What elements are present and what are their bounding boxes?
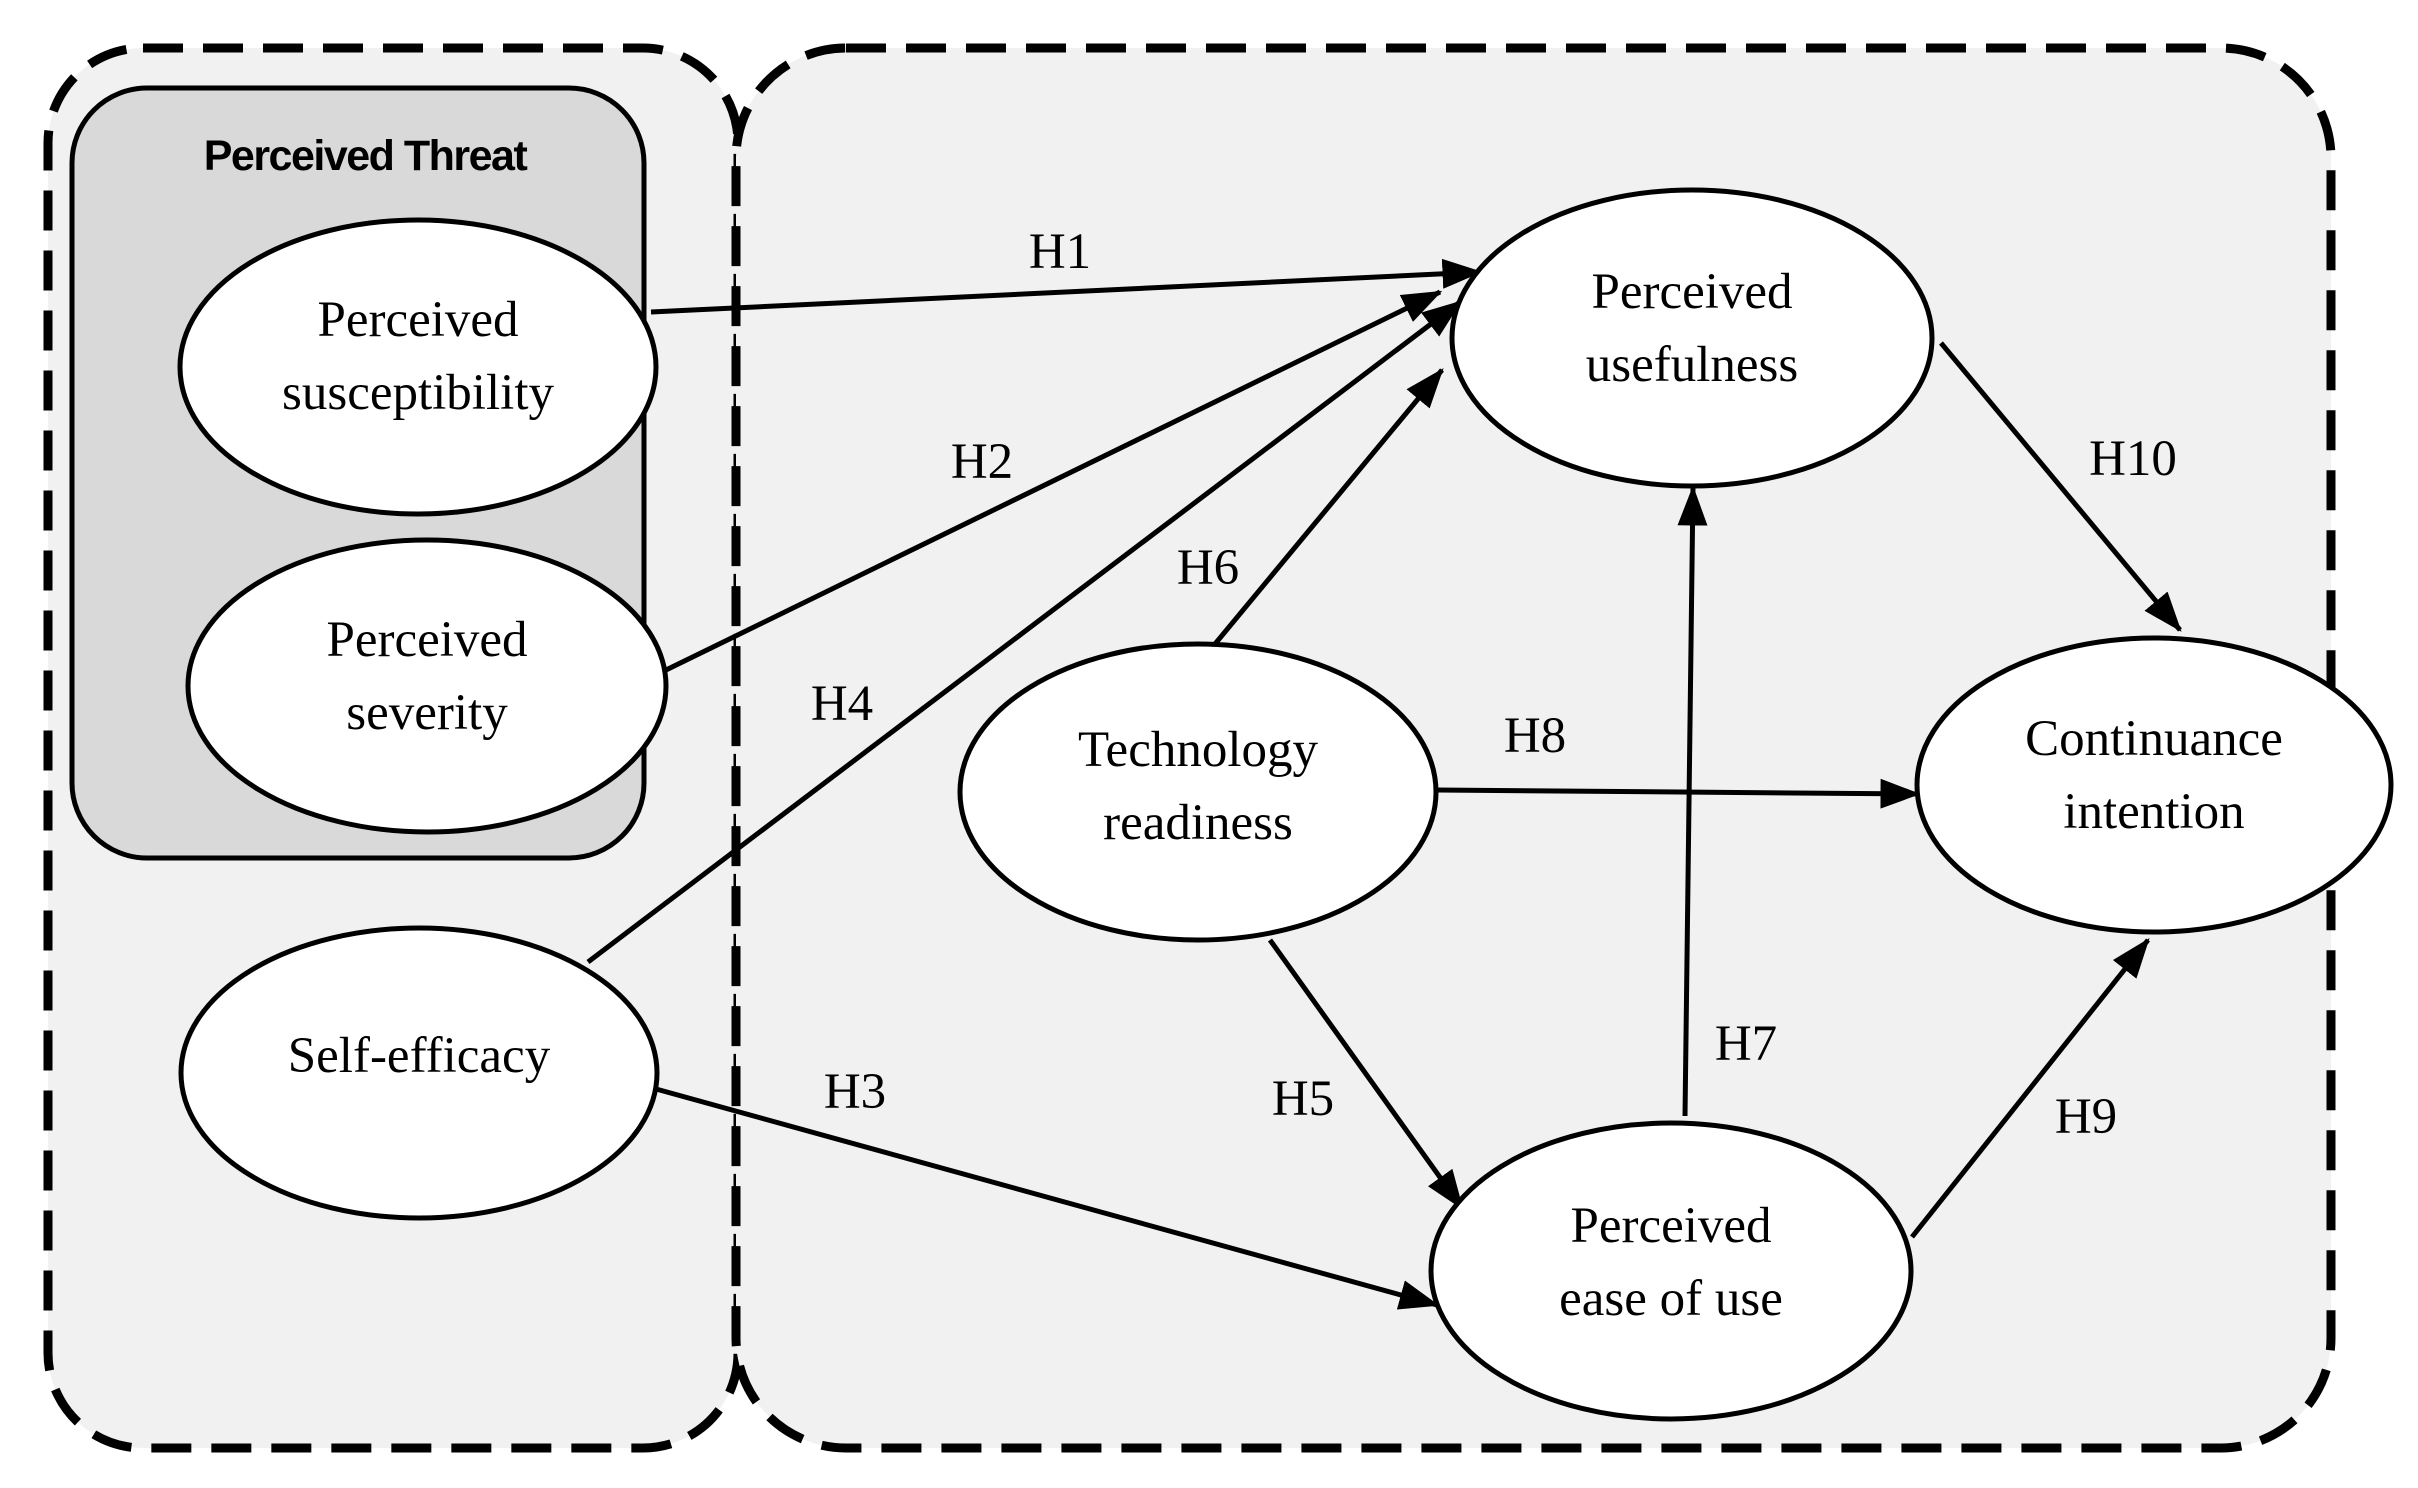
hypothesis-label-h8: H8 xyxy=(1504,708,1566,764)
hypothesis-label-h3: H3 xyxy=(824,1064,886,1120)
path-h9 xyxy=(1910,938,2150,1239)
path-h1 xyxy=(650,258,1483,315)
construct-label-line: Technology xyxy=(1078,722,1319,778)
hypothesis-label-h7: H7 xyxy=(1715,1016,1777,1072)
path-h3 xyxy=(655,1086,1440,1310)
construct-label-line: susceptibility xyxy=(282,365,554,421)
construct-label-line: Perceived xyxy=(326,612,527,668)
path-h10 xyxy=(1939,341,2182,632)
construct-perceived-severity: Perceived severity xyxy=(185,537,669,835)
hypothesis-label-h10: H10 xyxy=(2089,431,2177,487)
hypothesis-label-h2: H2 xyxy=(951,434,1013,490)
hypothesis-label-h9: H9 xyxy=(2055,1089,2117,1145)
hypothesis-label-h5: H5 xyxy=(1272,1071,1334,1127)
path-h8 xyxy=(1436,778,1921,809)
construct-label-line: Perceived xyxy=(1591,264,1792,320)
hypothesis-label-h4: H4 xyxy=(811,676,873,732)
construct-label-line: ease of use xyxy=(1559,1271,1783,1327)
construct-perceived-ease-of-use: Perceived ease of use xyxy=(1428,1120,1914,1422)
path-h4 xyxy=(586,300,1462,964)
construct-label-line: severity xyxy=(346,685,508,741)
perceived-threat-title: Perceived Threat xyxy=(204,132,528,180)
construct-continuance-intention: Continuance intention xyxy=(1914,635,2394,935)
construct-label-line: Perceived xyxy=(1570,1198,1771,1254)
construct-label-line: usefulness xyxy=(1586,337,1798,393)
construct-label-line: intention xyxy=(2063,784,2244,840)
construct-label-line: Self-efficacy xyxy=(288,1028,551,1084)
construct-perceived-usefulness: Perceived usefulness xyxy=(1449,187,1935,489)
path-h6 xyxy=(1208,368,1444,652)
construct-perceived-susceptibility: Perceived susceptibility xyxy=(177,217,659,517)
hypothesis-label-h6: H6 xyxy=(1177,540,1239,596)
path-h7 xyxy=(1677,485,1708,1117)
construct-self-efficacy: Self-efficacy xyxy=(178,925,660,1221)
path-h2 xyxy=(664,289,1443,673)
construct-technology-readiness: Technology readiness xyxy=(957,641,1439,943)
hypothesis-label-h1: H1 xyxy=(1029,224,1091,280)
path-h5 xyxy=(1267,938,1465,1211)
construct-label-line: readiness xyxy=(1103,795,1293,851)
construct-label-line: Perceived xyxy=(317,292,518,348)
construct-label-line: Continuance xyxy=(2025,711,2283,767)
